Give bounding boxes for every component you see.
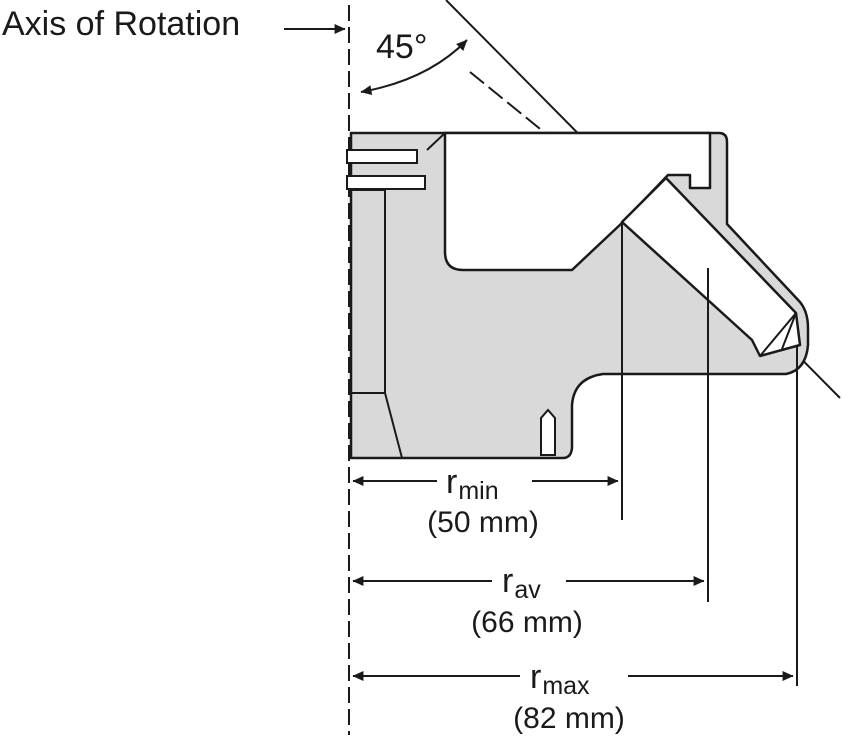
locating-pin [540,408,556,456]
inner-cavity [443,131,712,272]
lid-edge [426,132,446,151]
inner-bore-edge [351,189,386,394]
rav-value: (66 mm) [471,606,583,639]
angle-arc [360,39,468,96]
tube-tip [759,312,797,357]
angle-label: 45° [376,28,427,66]
axis-label: Axis of Rotation [2,5,240,43]
lid-step-lower [346,175,426,190]
rmax-value: (82 mm) [513,702,625,735]
rav-label: rav [502,562,541,604]
tube-bore [620,176,802,358]
rmin-value: (50 mm) [427,506,539,539]
rmax-label: rmax [530,658,590,700]
lid-step-upper [346,149,418,164]
bore-taper-lower [384,392,403,459]
rmin-label: rmin [446,463,499,505]
